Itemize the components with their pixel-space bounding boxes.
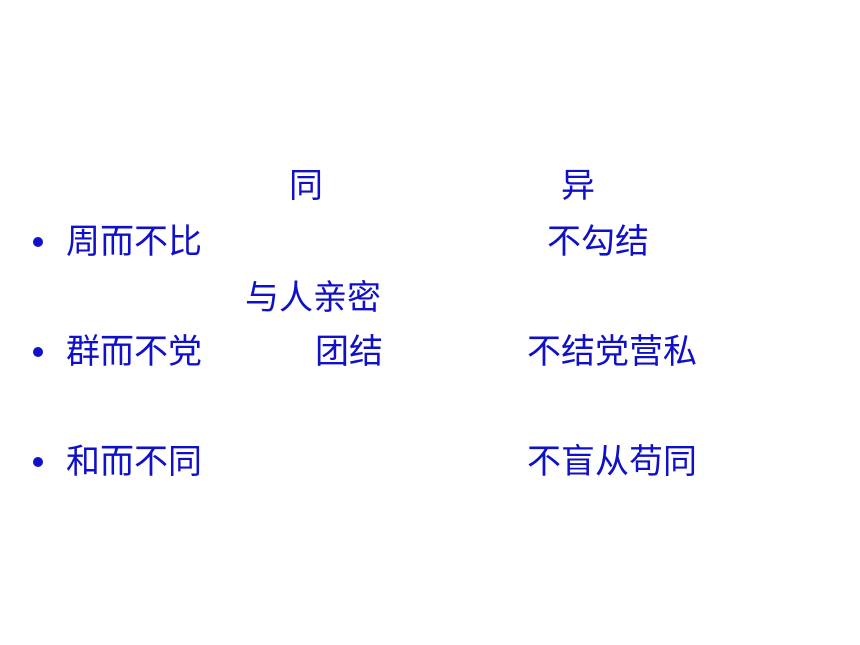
row-3-term: 和而不同 <box>66 442 202 482</box>
row-1-difference: 不勾结 <box>547 222 649 262</box>
row-2-sameness: 团结 <box>315 332 383 372</box>
difference-column-header: 异 <box>561 166 595 206</box>
row-2-difference: 不结党营私 <box>527 332 697 372</box>
bullet-icon <box>33 347 43 357</box>
same-column-header: 同 <box>289 166 323 206</box>
bullet-icon <box>33 457 43 467</box>
row-1-term: 周而不比 <box>66 222 202 262</box>
row-1-sameness: 与人亲密 <box>245 278 381 318</box>
row-3-difference: 不盲从苟同 <box>527 442 697 482</box>
bullet-icon <box>33 237 43 247</box>
row-2-term: 群而不党 <box>66 332 202 372</box>
